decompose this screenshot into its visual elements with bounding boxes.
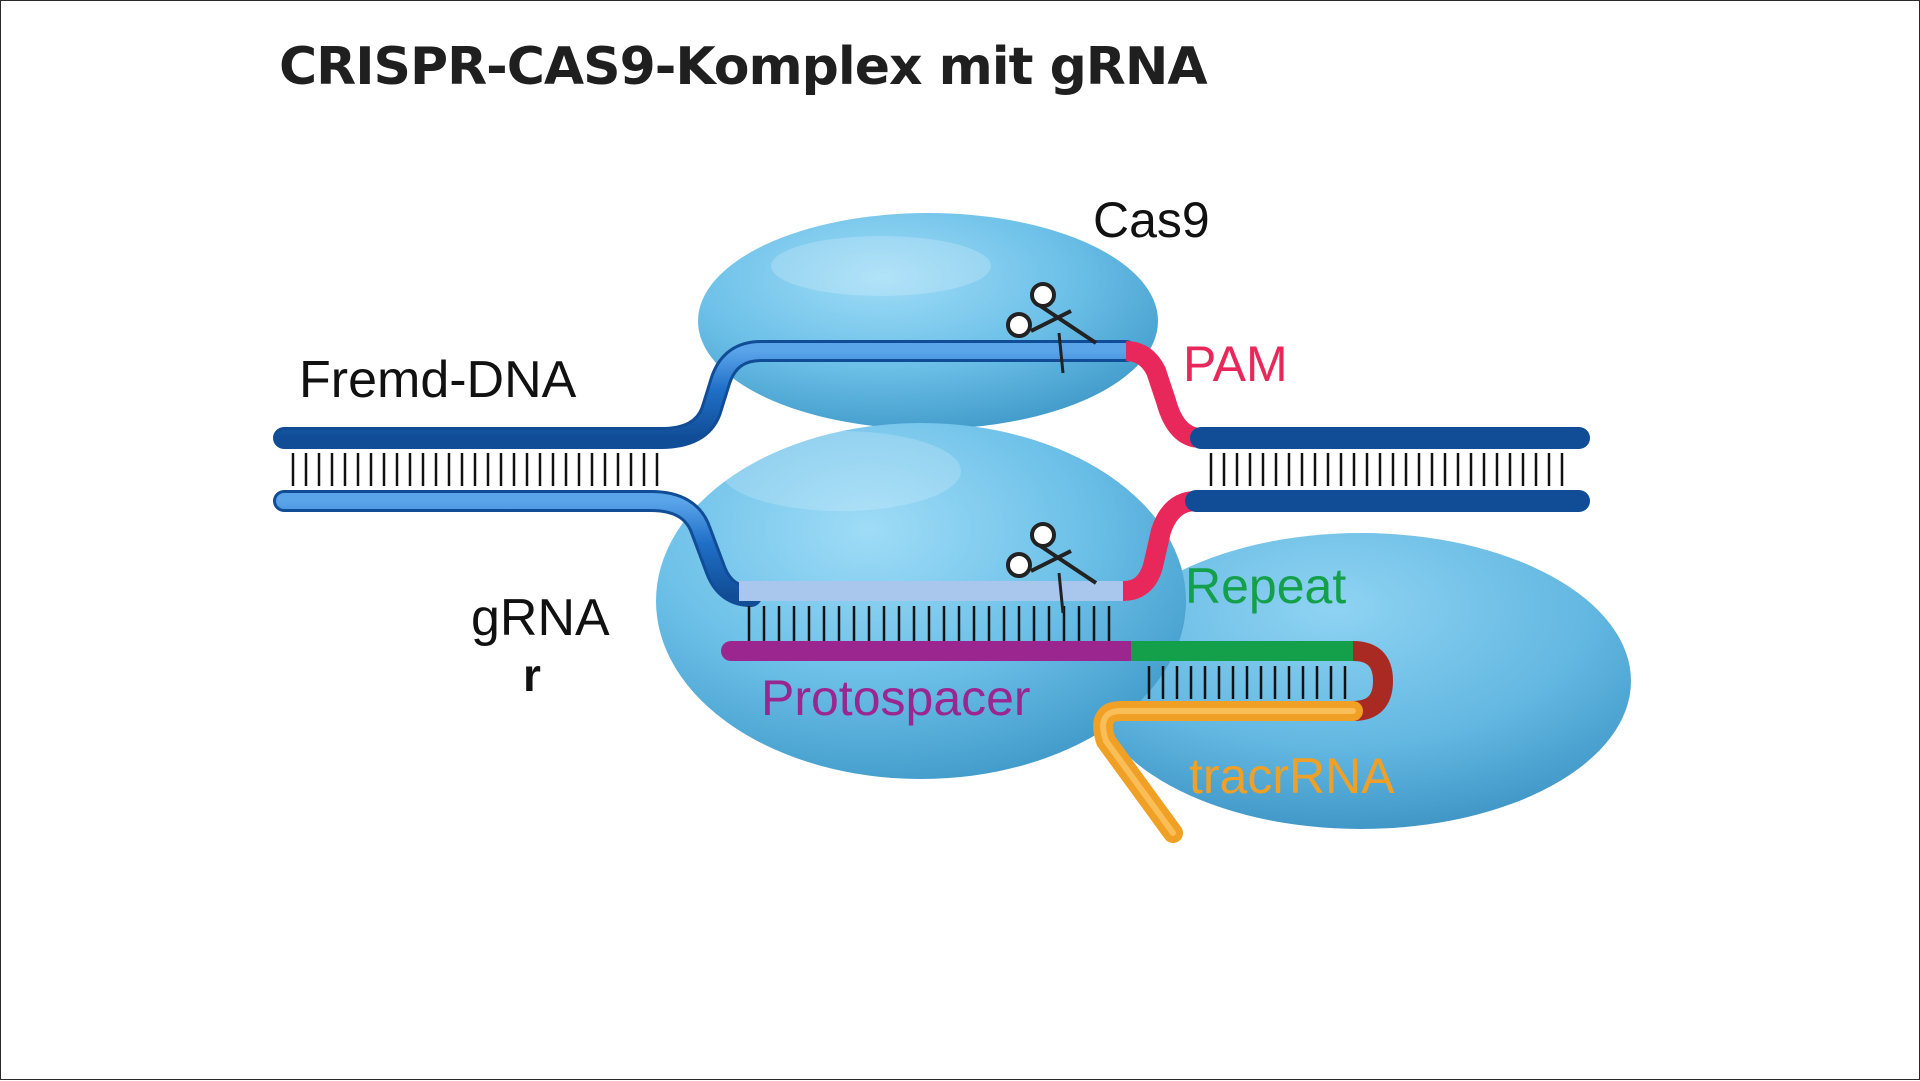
cas9-lobe-top — [698, 213, 1158, 429]
label-protospacer: Protospacer — [761, 670, 1031, 726]
repeat-tracr-pairs — [1147, 666, 1347, 699]
label-repeat: Repeat — [1185, 558, 1346, 614]
scissors-icon — [1006, 522, 1098, 614]
cas9-lobe-right — [1091, 533, 1631, 829]
base-pairs-left — [291, 453, 659, 486]
base-pairs-right — [1209, 453, 1564, 486]
guide-rna — [721, 641, 1394, 843]
label-tracrrna: tracrRNA — [1189, 748, 1395, 804]
foreign-dna — [273, 340, 1590, 607]
label-foreign-dna: Fremd-DNA — [299, 351, 577, 409]
label-pam: PAM — [1183, 336, 1288, 392]
label-cas9: Cas9 — [1093, 192, 1210, 248]
slide-title: CRISPR-CAS9-Komplex mit gRNA — [279, 37, 1208, 97]
label-grna: gRNA — [471, 589, 610, 647]
label-grna-sub: r — [523, 649, 541, 701]
cas9-protein — [656, 213, 1631, 829]
pam-bottom-segment — [1122, 491, 1197, 601]
pam-top-segment — [1125, 341, 1202, 448]
scissors-icon — [1006, 282, 1098, 374]
grna-target-pairs — [747, 606, 1111, 641]
loop-strand — [1352, 641, 1394, 721]
